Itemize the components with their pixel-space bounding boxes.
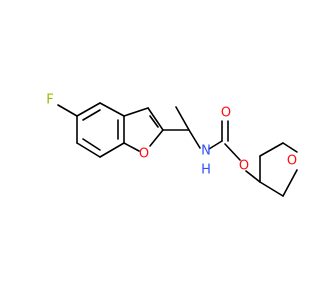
bond (259, 181, 284, 197)
bond (76, 142, 101, 158)
furan-ring (123, 107, 164, 152)
double-bond-inner (82, 109, 101, 121)
bond (259, 142, 284, 157)
amine-n-label: N (201, 144, 211, 159)
double-bond-inner (82, 138, 101, 151)
bond (76, 102, 101, 117)
bond (147, 107, 164, 131)
bond (245, 170, 261, 183)
furan-oxygen-label: O (139, 147, 149, 162)
bond (99, 102, 125, 117)
carbonyl-oxygen-label: O (221, 106, 231, 121)
bond (208, 140, 223, 150)
chemical-structure-diagram: F O N H O O O (46, 93, 298, 197)
bond (123, 107, 149, 117)
benzene-ring (76, 102, 125, 158)
fluorine-label: F (46, 93, 53, 108)
structure-canvas: F O N H O O O (46, 93, 298, 197)
pyran-oxygen-label: O (287, 154, 297, 169)
bond (99, 142, 125, 158)
bond (149, 129, 164, 147)
bond (224, 143, 241, 161)
amine-h-label: H (201, 163, 211, 178)
bond (282, 142, 298, 153)
tetrahydropyran-ring (259, 142, 298, 197)
double-bond-inner (149, 115, 159, 128)
bond-methyl (175, 106, 190, 131)
ester-oxygen-label: O (239, 159, 249, 174)
bond (123, 142, 140, 152)
bond (282, 169, 298, 197)
bond (188, 129, 201, 149)
bond-c-f (57, 104, 78, 117)
